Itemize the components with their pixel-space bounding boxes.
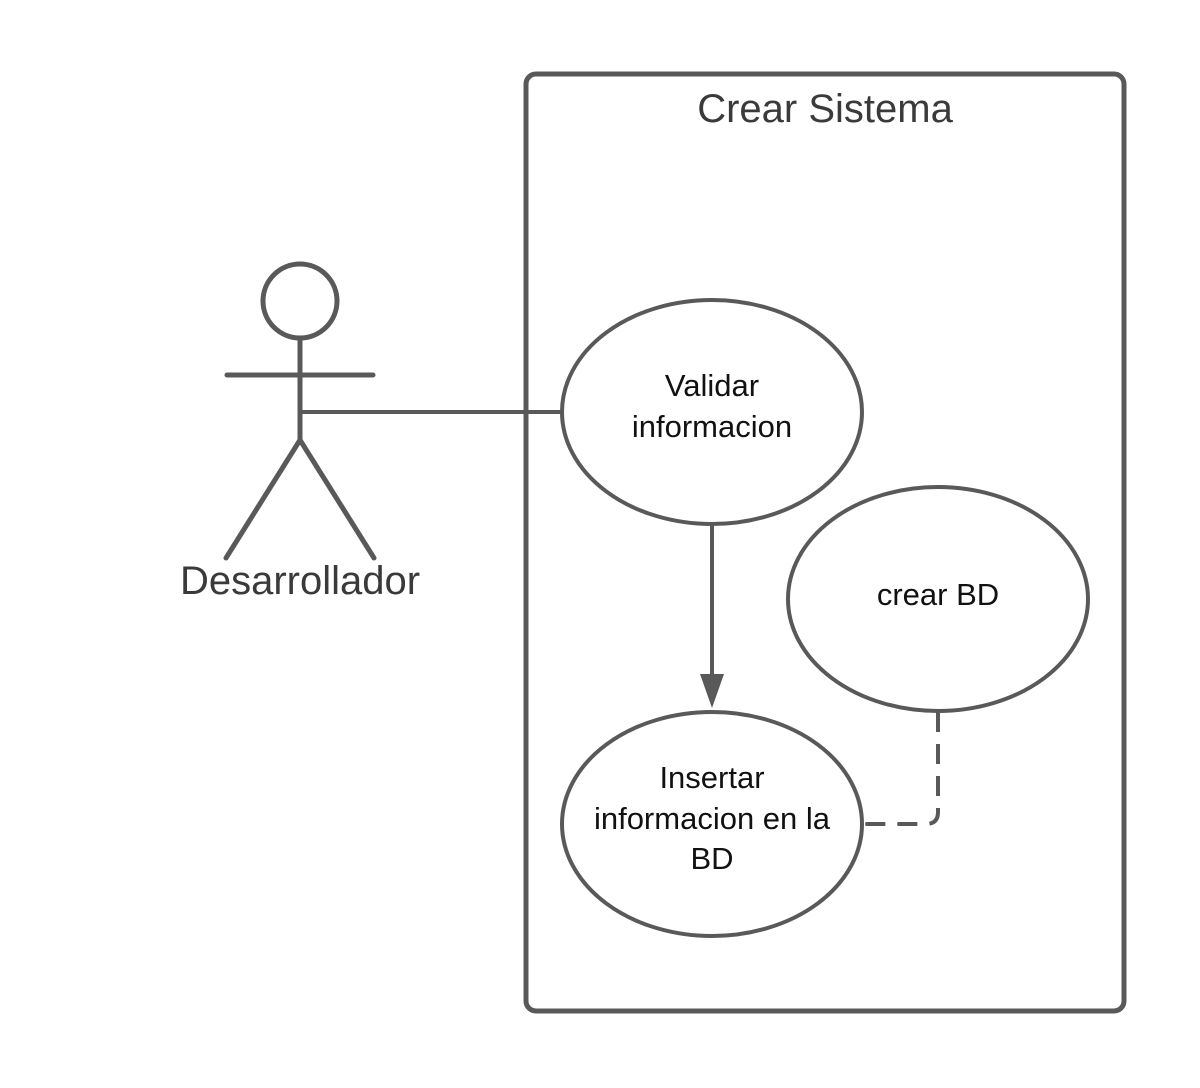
use-case-label-line: Insertar: [659, 760, 764, 795]
actor-right-leg: [297, 437, 377, 561]
use-case-validar-informacion[interactable]: Validar informacion: [560, 298, 864, 526]
use-case-ellipse: [786, 485, 1090, 713]
use-case-crear-bd[interactable]: crear BD: [786, 485, 1090, 713]
use-case-label-line: informacion: [632, 409, 792, 444]
system-boundary: [523, 71, 1127, 1014]
actor-head: [260, 261, 340, 341]
system-title: Crear Sistema: [697, 87, 953, 131]
use-case-label-line: Validar: [665, 368, 759, 403]
dashed-dependency-line: [862, 712, 940, 826]
use-case-label-line: informacion en la: [594, 801, 831, 836]
arrow-head-icon: [700, 674, 724, 708]
actor-left-leg: [223, 437, 303, 561]
use-case-ellipse: [560, 298, 864, 526]
use-case-ellipse: [560, 710, 864, 938]
use-case-label-line: BD: [690, 841, 733, 876]
actor-desarrollador[interactable]: [223, 261, 377, 561]
actor-label: Desarrollador: [180, 559, 420, 603]
use-case-label-line: crear BD: [877, 577, 999, 612]
use-case-insertar-informacion[interactable]: Insertar informacion en la BD: [560, 710, 864, 938]
